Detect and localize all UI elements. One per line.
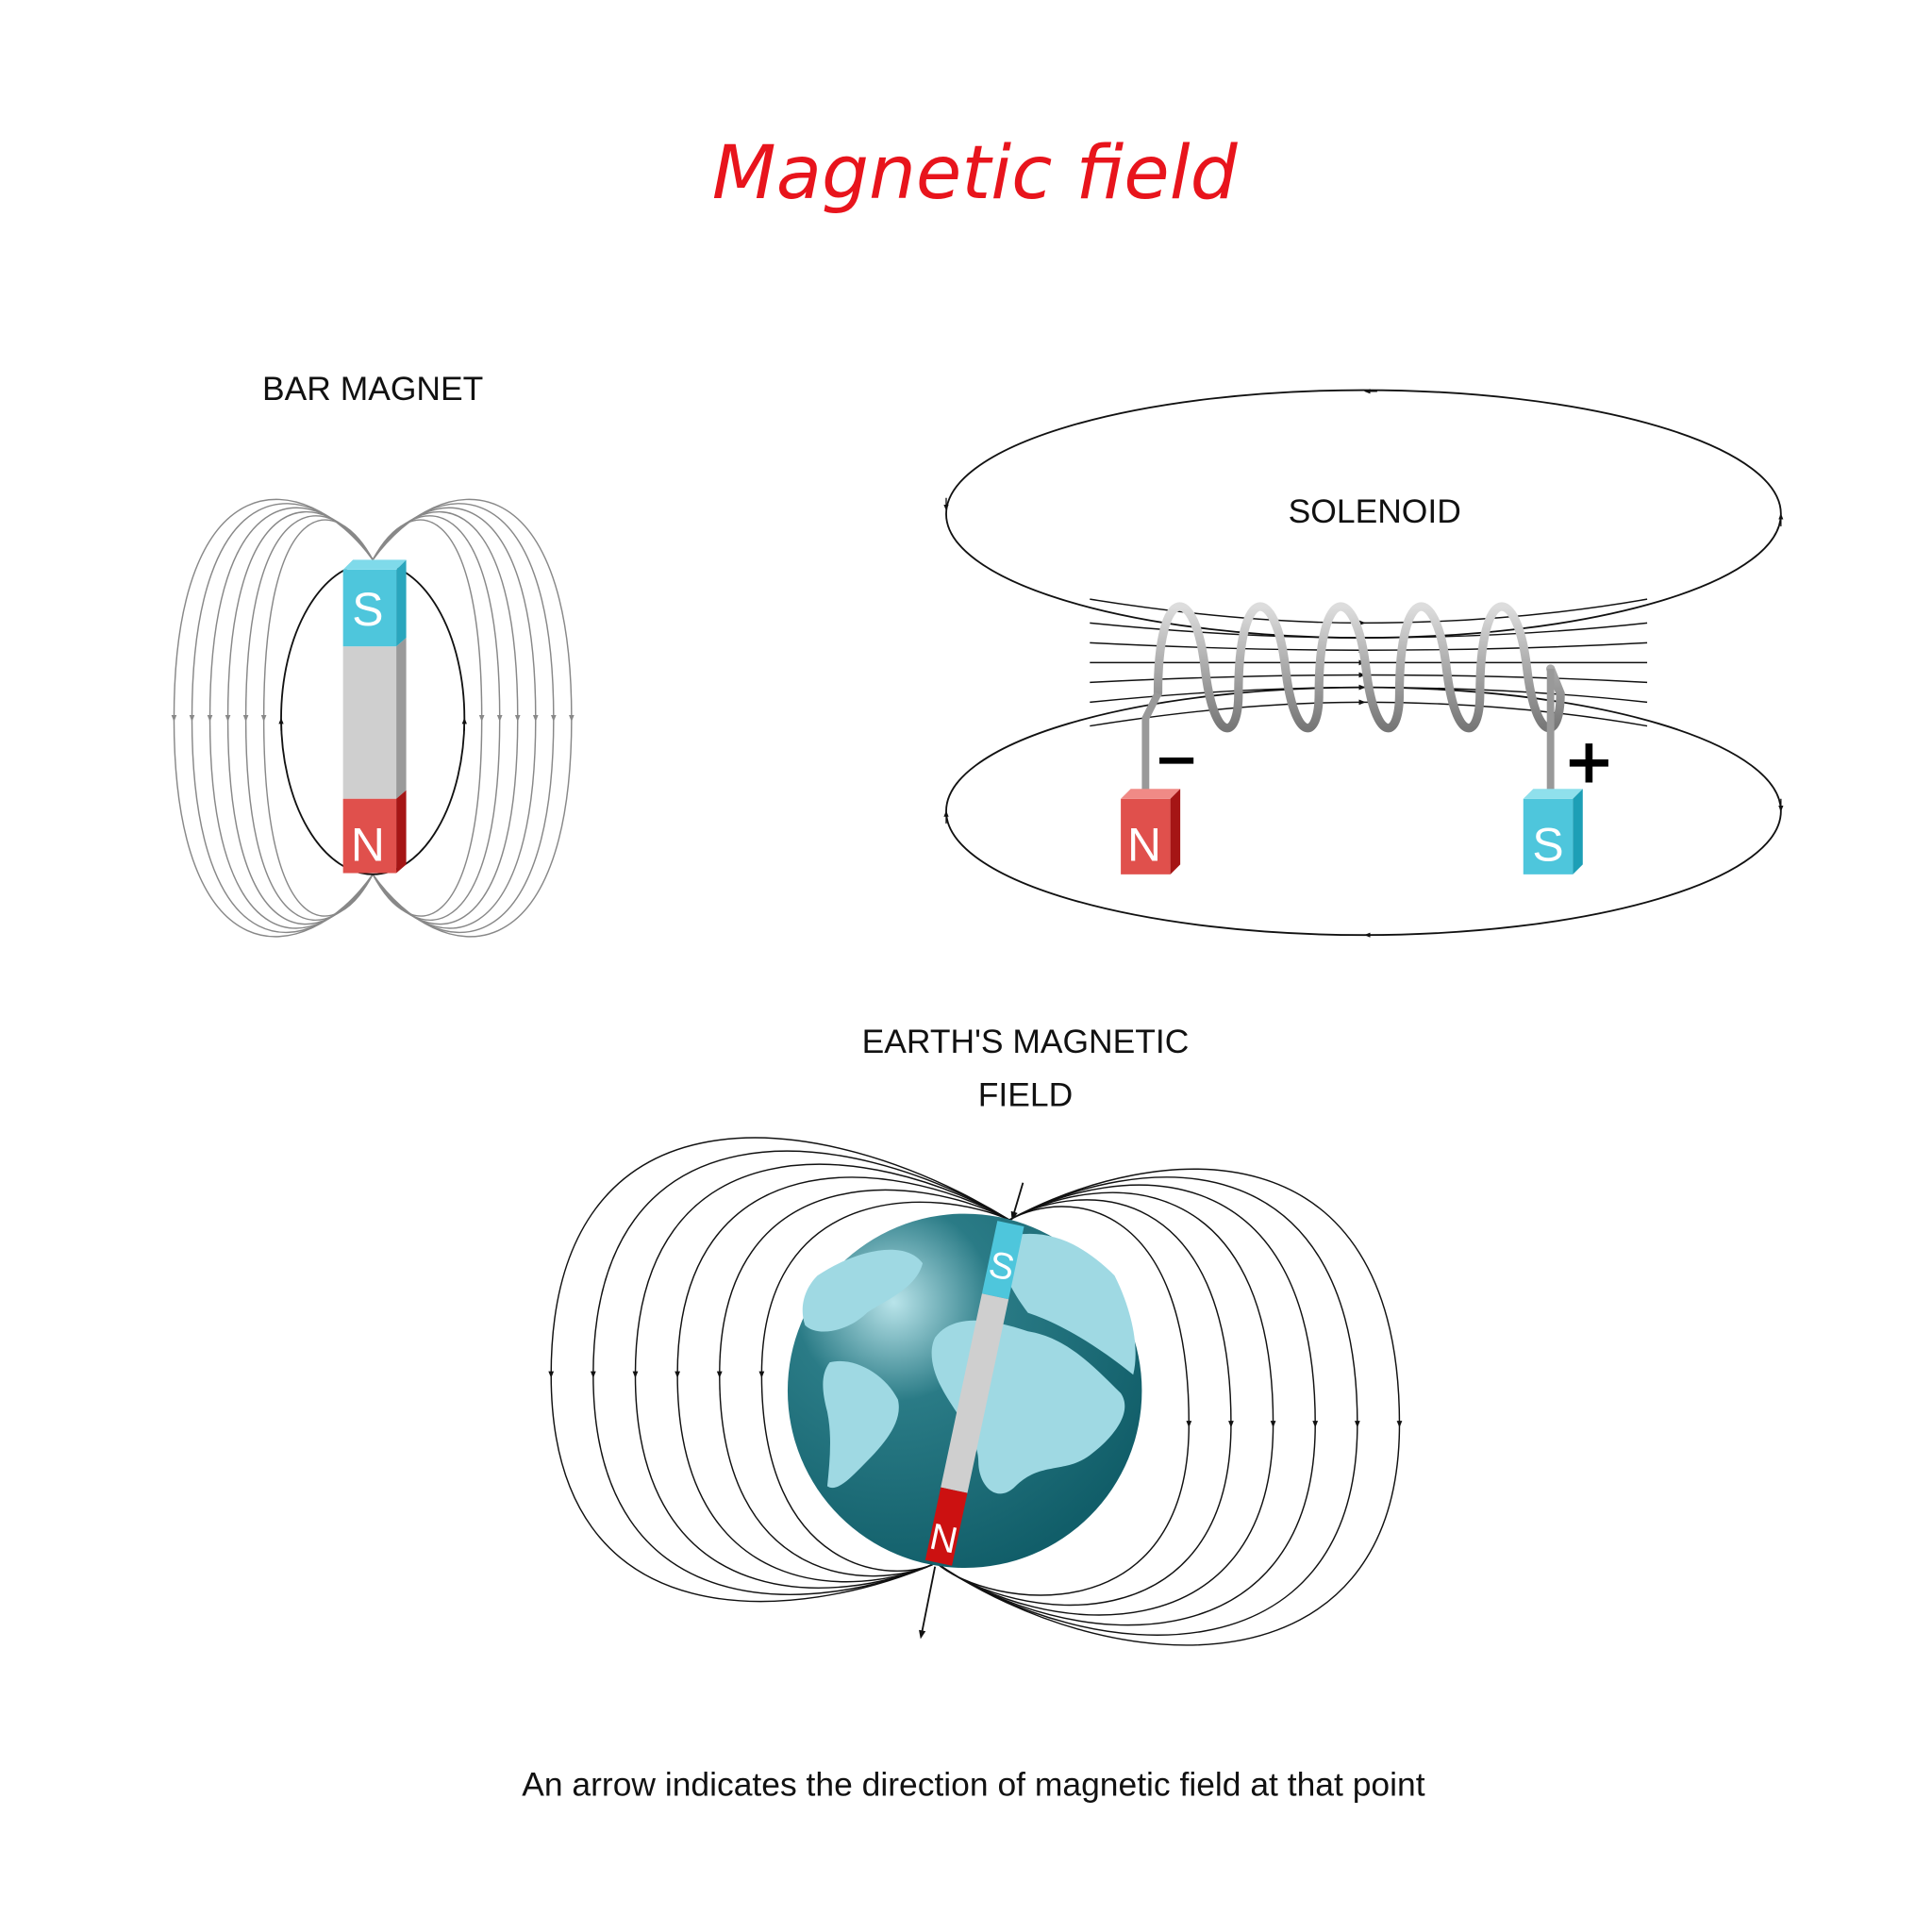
field-line: [372, 507, 539, 929]
south-pole-label: S: [352, 583, 383, 636]
field-line: [936, 1191, 1276, 1616]
field-line: [242, 515, 374, 921]
land-north-america: [802, 1249, 924, 1332]
field-line: [936, 1206, 1192, 1596]
field-line: [936, 1184, 1319, 1626]
solenoid-label: SOLENOID: [1289, 492, 1461, 530]
arrow-icon: [1010, 1182, 1024, 1221]
arrow-icon: [919, 1566, 937, 1640]
field-line: [1090, 641, 1648, 654]
caption: An arrow indicates the direction of magn…: [522, 1766, 1425, 1804]
field-line: [758, 1201, 1010, 1572]
field-line: [372, 519, 485, 917]
field-line: [372, 503, 557, 934]
field-line: [936, 1168, 1403, 1646]
wire-negative: [1141, 691, 1162, 793]
bar-magnet-field-lines: [171, 498, 575, 938]
negative-terminal-label: −: [1154, 726, 1199, 791]
earth-field-lines: [548, 1137, 1403, 1646]
field-line: [632, 1163, 1010, 1590]
page-title: Magnetic field: [712, 129, 1239, 216]
field-line: [590, 1150, 1010, 1595]
earth-label-line2: FIELD: [978, 1075, 1073, 1113]
field-line: [171, 498, 374, 938]
field-line: [1090, 622, 1648, 641]
field-line: [189, 503, 374, 934]
field-loop-bottom: [945, 686, 1782, 937]
land-south-america: [823, 1360, 899, 1489]
south-block: S: [1523, 789, 1583, 874]
bar-magnet-section: BAR MAGNET S N: [171, 370, 575, 938]
field-line: [936, 1199, 1234, 1607]
field-line: [675, 1176, 1010, 1583]
south-pole-label: S: [1532, 818, 1563, 871]
bar-magnet-label: BAR MAGNET: [262, 370, 483, 408]
field-line: [1090, 598, 1648, 626]
solenoid-section: SOLENOID − + N S: [943, 389, 1784, 938]
earth-label-line1: EARTH'S MAGNETIC: [862, 1023, 1190, 1060]
field-line: [372, 515, 503, 921]
bar-magnet: S N: [342, 559, 407, 874]
positive-terminal-label: +: [1563, 726, 1615, 798]
north-block: N: [1121, 789, 1181, 874]
field-line: [260, 519, 374, 917]
earth-section: EARTH'S MAGNETIC FIELD S N: [548, 1023, 1403, 1646]
north-pole-label: N: [351, 818, 385, 871]
field-line: [372, 498, 575, 938]
field-line: [372, 510, 521, 925]
solenoid-coil: [1153, 602, 1565, 733]
field-line: [936, 1176, 1360, 1636]
north-pole-label: N: [1127, 818, 1161, 871]
field-line: [716, 1189, 1010, 1577]
land-europe-asia: [1000, 1233, 1136, 1375]
field-line: [225, 510, 374, 925]
field-line: [207, 507, 374, 929]
field-line: [548, 1137, 1010, 1603]
